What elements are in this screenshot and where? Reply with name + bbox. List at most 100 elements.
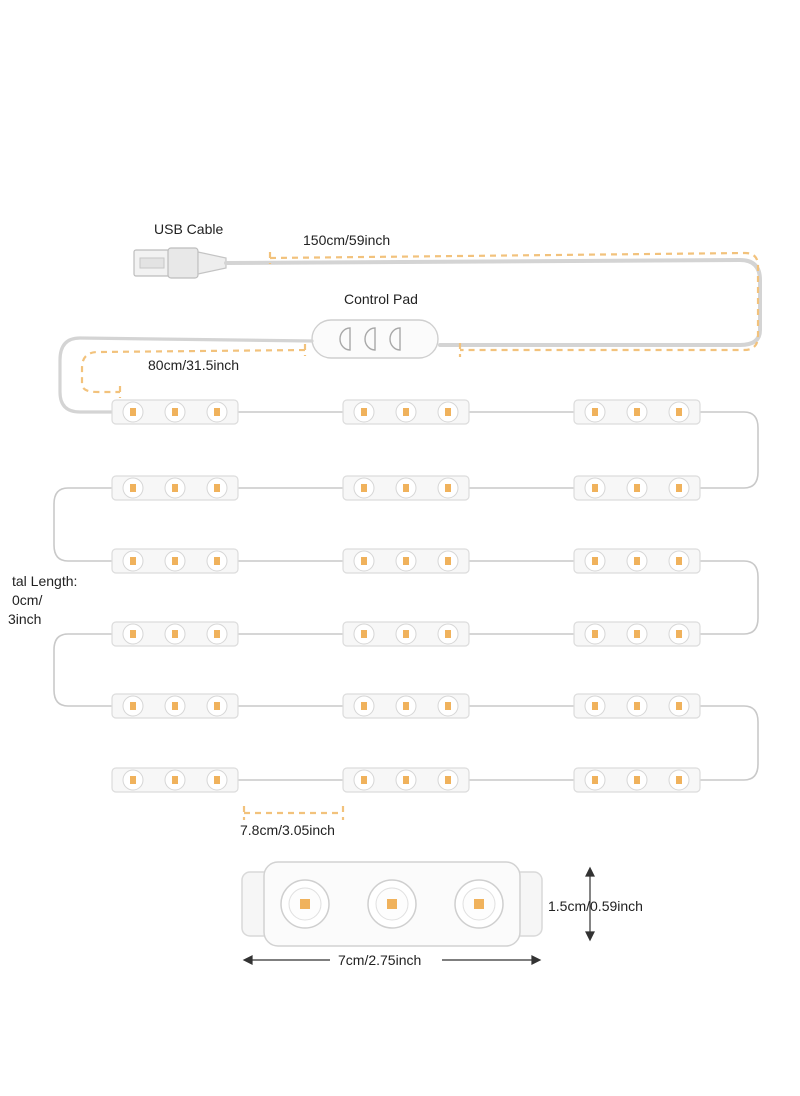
led-chip <box>172 702 178 710</box>
strip-loop-wire <box>700 411 759 489</box>
led-module <box>342 767 470 793</box>
led-module <box>111 621 239 647</box>
led-chip <box>172 557 178 565</box>
led-chip <box>592 408 598 416</box>
led-chip <box>214 557 220 565</box>
control-pad-icon <box>311 319 439 359</box>
usb-cable <box>224 257 762 347</box>
led-chip <box>361 408 367 416</box>
height-arrow <box>585 866 595 942</box>
led-chip <box>172 408 178 416</box>
led-chip <box>445 776 451 784</box>
led-chip <box>403 776 409 784</box>
strip-loop-wire <box>53 633 112 707</box>
control-pad-label: Control Pad <box>344 291 418 307</box>
led-chip <box>172 484 178 492</box>
led-module <box>573 548 701 574</box>
led-chip <box>445 630 451 638</box>
module-detail-led-2 <box>367 879 417 929</box>
led-chip <box>172 630 178 638</box>
pad-length-label: 80cm/31.5inch <box>148 357 239 373</box>
module-detail-led-3 <box>454 879 504 929</box>
dimension-lines <box>80 251 760 820</box>
spacing-label: 7.8cm/3.05inch <box>240 822 335 838</box>
led-chip <box>592 702 598 710</box>
total-length-line-2: 0cm/ <box>12 592 42 608</box>
strip-loop-wire <box>53 487 112 562</box>
led-chip <box>361 776 367 784</box>
led-chip <box>634 557 640 565</box>
led-module <box>342 621 470 647</box>
total-length-line-1: tal Length: <box>12 573 77 589</box>
led-module <box>573 399 701 425</box>
led-module <box>111 399 239 425</box>
usb-length-label: 150cm/59inch <box>303 232 390 248</box>
strip-loop-wire <box>700 705 759 781</box>
led-module <box>342 399 470 425</box>
led-chip <box>214 408 220 416</box>
led-chip <box>361 557 367 565</box>
led-chip <box>403 408 409 416</box>
width-arrow <box>242 955 542 965</box>
led-chip <box>130 484 136 492</box>
led-chip <box>445 702 451 710</box>
led-module <box>111 767 239 793</box>
led-chip <box>676 776 682 784</box>
led-chip <box>403 702 409 710</box>
led-chip <box>676 557 682 565</box>
led-chip <box>592 630 598 638</box>
led-chip <box>445 408 451 416</box>
led-chip <box>361 630 367 638</box>
strip-loop-wire <box>700 560 759 635</box>
led-chip <box>130 630 136 638</box>
pad-length-line <box>80 344 307 398</box>
led-module <box>111 548 239 574</box>
strip-wires <box>53 411 759 781</box>
module-detail <box>241 861 543 947</box>
led-module <box>342 475 470 501</box>
led-chip <box>130 557 136 565</box>
led-chip <box>592 557 598 565</box>
pad-cable <box>58 336 314 414</box>
total-length-line-3: 3inch <box>8 611 41 627</box>
usb-plug-icon <box>133 247 227 279</box>
led-chip <box>361 484 367 492</box>
led-chip <box>403 630 409 638</box>
led-strip-grid <box>111 399 701 793</box>
led-chip <box>592 776 598 784</box>
led-chip <box>130 776 136 784</box>
module-detail-led-1 <box>280 879 330 929</box>
led-chip <box>361 702 367 710</box>
led-module <box>342 548 470 574</box>
led-module <box>111 475 239 501</box>
led-chip <box>214 776 220 784</box>
usb-cable-label: USB Cable <box>154 221 223 237</box>
led-chip <box>676 484 682 492</box>
usb-cable-assembly <box>58 247 762 414</box>
led-module <box>111 693 239 719</box>
module-height-label: 1.5cm/0.59inch <box>548 898 643 914</box>
led-chip <box>214 702 220 710</box>
led-chip <box>592 484 598 492</box>
led-chip <box>445 484 451 492</box>
led-module <box>573 621 701 647</box>
led-chip <box>634 702 640 710</box>
led-chip <box>634 408 640 416</box>
led-module <box>573 767 701 793</box>
spacing-line <box>242 806 345 820</box>
module-width-label: 7cm/2.75inch <box>338 952 421 968</box>
led-chip <box>634 484 640 492</box>
led-module <box>342 693 470 719</box>
led-chip <box>172 776 178 784</box>
led-chip <box>634 630 640 638</box>
led-module <box>573 475 701 501</box>
usb-length-line <box>268 251 760 357</box>
led-chip <box>676 702 682 710</box>
led-chip <box>130 702 136 710</box>
led-chip <box>130 408 136 416</box>
led-chip <box>214 630 220 638</box>
led-chip <box>403 484 409 492</box>
led-chip <box>676 408 682 416</box>
led-chip <box>403 557 409 565</box>
